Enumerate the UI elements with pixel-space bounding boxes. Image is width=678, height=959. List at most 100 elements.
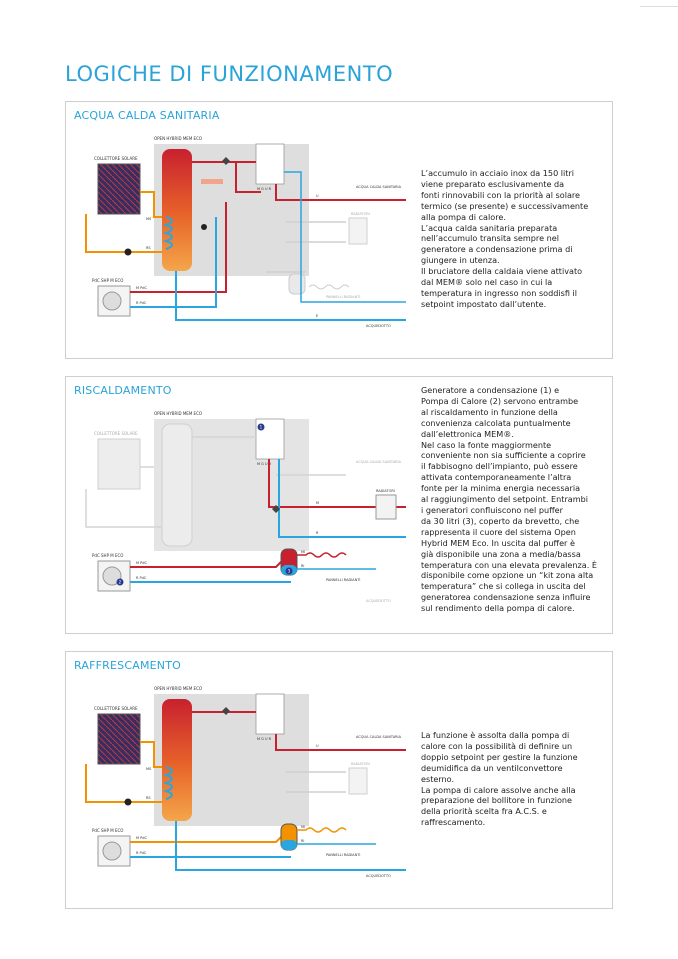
boiler-unit <box>255 693 285 735</box>
solar-flow-line <box>140 191 162 218</box>
solar-return-line <box>85 764 162 803</box>
section-riscaldamento: RISCALDAMENTO OPEN HYBRID MEM ECO 1 M G … <box>65 376 613 634</box>
aqueduct-label: ACQUEDOTTO <box>366 874 391 878</box>
heat-pump-fan <box>102 566 122 586</box>
radiator-return-line <box>278 459 406 538</box>
svg-text:2: 2 <box>119 580 122 585</box>
heatpump-label: PdC SHP M ECO <box>92 553 123 558</box>
section-title: RAFFRESCAMENTO <box>74 659 182 672</box>
storage-tank <box>162 699 192 821</box>
dhw-label: ACQUA CALDA SANITARIA <box>356 460 402 464</box>
diagram-riscaldamento: OPEN HYBRID MEM ECO 1 M G U R COLLETTORE… <box>76 397 411 607</box>
open-hybrid-label: OPEN HYBRID MEM ECO <box>154 136 202 141</box>
solar-pump-icon <box>124 248 132 256</box>
hydraulic-diagram: OPEN HYBRID MEM ECO M G U R COLLETTORE S… <box>85 136 406 328</box>
pump-icon <box>201 224 207 230</box>
boiler-ports-label: M G U R <box>257 187 272 191</box>
svg-text:M PdC: M PdC <box>136 561 147 565</box>
heatpump-return-line <box>130 217 217 308</box>
svg-text:R PdC: R PdC <box>136 576 147 580</box>
svg-text:M PdC: M PdC <box>136 836 147 840</box>
svg-text:RS: RS <box>146 796 151 800</box>
marker-1 <box>257 423 265 431</box>
aqueduct-line <box>175 271 406 321</box>
svg-text:RI: RI <box>301 839 304 843</box>
boiler-ports-label: M G U R <box>257 462 272 466</box>
panels-label: PANNELLI RADIANTI <box>326 853 360 857</box>
svg-text:3: 3 <box>288 569 291 574</box>
collector-label: COLLETTORE SOLARE <box>94 706 138 711</box>
panels-label: PANNELLI RADIANTI <box>326 295 360 299</box>
storage-tank <box>162 149 192 271</box>
heatpump-label: PdC SHP M ECO <box>92 828 123 833</box>
collector-label: COLLETTORE SOLARE <box>94 431 138 436</box>
heat-pump-fan <box>102 291 122 311</box>
tank-coil <box>162 216 173 250</box>
diagram-acqua-calda-sanitaria: OPEN HYBRID MEM ECO M G U R COLLETTORE S… <box>76 122 411 332</box>
svg-text:U: U <box>316 194 319 198</box>
svg-text:U: U <box>316 744 319 748</box>
svg-text:1: 1 <box>260 425 263 430</box>
heatpump-label: PdC SHP M ECO <box>92 278 123 283</box>
heat-pump-fan <box>102 841 122 861</box>
section-acqua-calda-sanitaria: ACQUA CALDA SANITARIA OPEN HYBRID MEM EC… <box>65 101 613 359</box>
svg-text:MS: MS <box>146 767 152 771</box>
radiator-flow-line <box>268 459 406 508</box>
section-title: RISCALDAMENTO <box>74 384 172 397</box>
section-raffrescamento: RAFFRESCAMENTO OPEN HYBRID MEM ECO M G U… <box>65 651 613 909</box>
solar-collector <box>97 713 141 765</box>
radiators-label: RADIATORI <box>351 212 370 216</box>
radiator <box>348 767 368 795</box>
marker-3 <box>285 567 293 575</box>
heatpump-flow-line <box>130 556 287 568</box>
boiler-unit <box>255 143 285 185</box>
solar-collector <box>97 438 141 490</box>
valve-icon <box>222 707 230 715</box>
radiators-label: RADIATORI <box>351 762 370 766</box>
storage-tank <box>161 423 193 547</box>
heatpump-flow-line <box>130 831 287 843</box>
solar-return-line <box>85 214 162 253</box>
section-description: Generatore a condensazione (1) e Pompa d… <box>421 385 598 614</box>
svg-text:R: R <box>316 531 319 535</box>
svg-text:RS: RS <box>146 246 151 250</box>
heatpump-flow-line <box>130 202 227 293</box>
dhw-label: ACQUA CALDA SANITARIA <box>356 735 402 739</box>
svg-text:MI: MI <box>301 825 305 829</box>
valve-icon <box>222 157 230 165</box>
svg-text:M PdC: M PdC <box>136 286 147 290</box>
page-title: LOGICHE DI FUNZIONAMENTO <box>65 62 394 86</box>
radiator <box>375 494 397 520</box>
panels-label: PANNELLI RADIANTI <box>326 578 360 582</box>
open-hybrid-label: OPEN HYBRID MEM ECO <box>154 411 202 416</box>
hydraulic-diagram: OPEN HYBRID MEM ECO M G U R COLLETTORE S… <box>85 686 406 878</box>
solar-pump-icon <box>124 798 132 806</box>
solar-collector <box>97 163 141 215</box>
dhw-line <box>275 184 406 201</box>
section-description: La funzione è assolta dalla pompa di cal… <box>421 730 578 828</box>
solar-flow-line <box>140 741 162 768</box>
svg-text:RI: RI <box>301 564 304 568</box>
panels-flow-line <box>297 827 347 833</box>
marker-2 <box>116 578 124 586</box>
aqueduct-label: ACQUEDOTTO <box>366 324 391 328</box>
corner-mark <box>640 0 678 7</box>
svg-text:MI: MI <box>301 550 305 554</box>
dhw-label: ACQUA CALDA SANITARIA <box>356 185 402 189</box>
aqueduct-line <box>175 821 406 871</box>
diagram-raffrescamento: OPEN HYBRID MEM ECO M G U R COLLETTORE S… <box>76 672 411 882</box>
puffer <box>288 273 306 295</box>
section-title: ACQUA CALDA SANITARIA <box>74 109 220 122</box>
tank-coil <box>162 766 173 800</box>
svg-text:MS: MS <box>146 217 152 221</box>
mixer <box>201 179 223 184</box>
boiler-ports-label: M G U R <box>257 737 272 741</box>
collector-label: COLLETTORE SOLARE <box>94 156 138 161</box>
radiators-label: RADIATORI <box>376 489 395 493</box>
svg-text:R PdC: R PdC <box>136 301 147 305</box>
svg-text:M: M <box>316 501 319 505</box>
svg-text:R PdC: R PdC <box>136 851 147 855</box>
svg-text:E: E <box>316 314 318 318</box>
open-hybrid-label: OPEN HYBRID MEM ECO <box>154 686 202 691</box>
hydraulic-diagram: OPEN HYBRID MEM ECO 1 M G U R COLLETTORE… <box>85 411 406 603</box>
